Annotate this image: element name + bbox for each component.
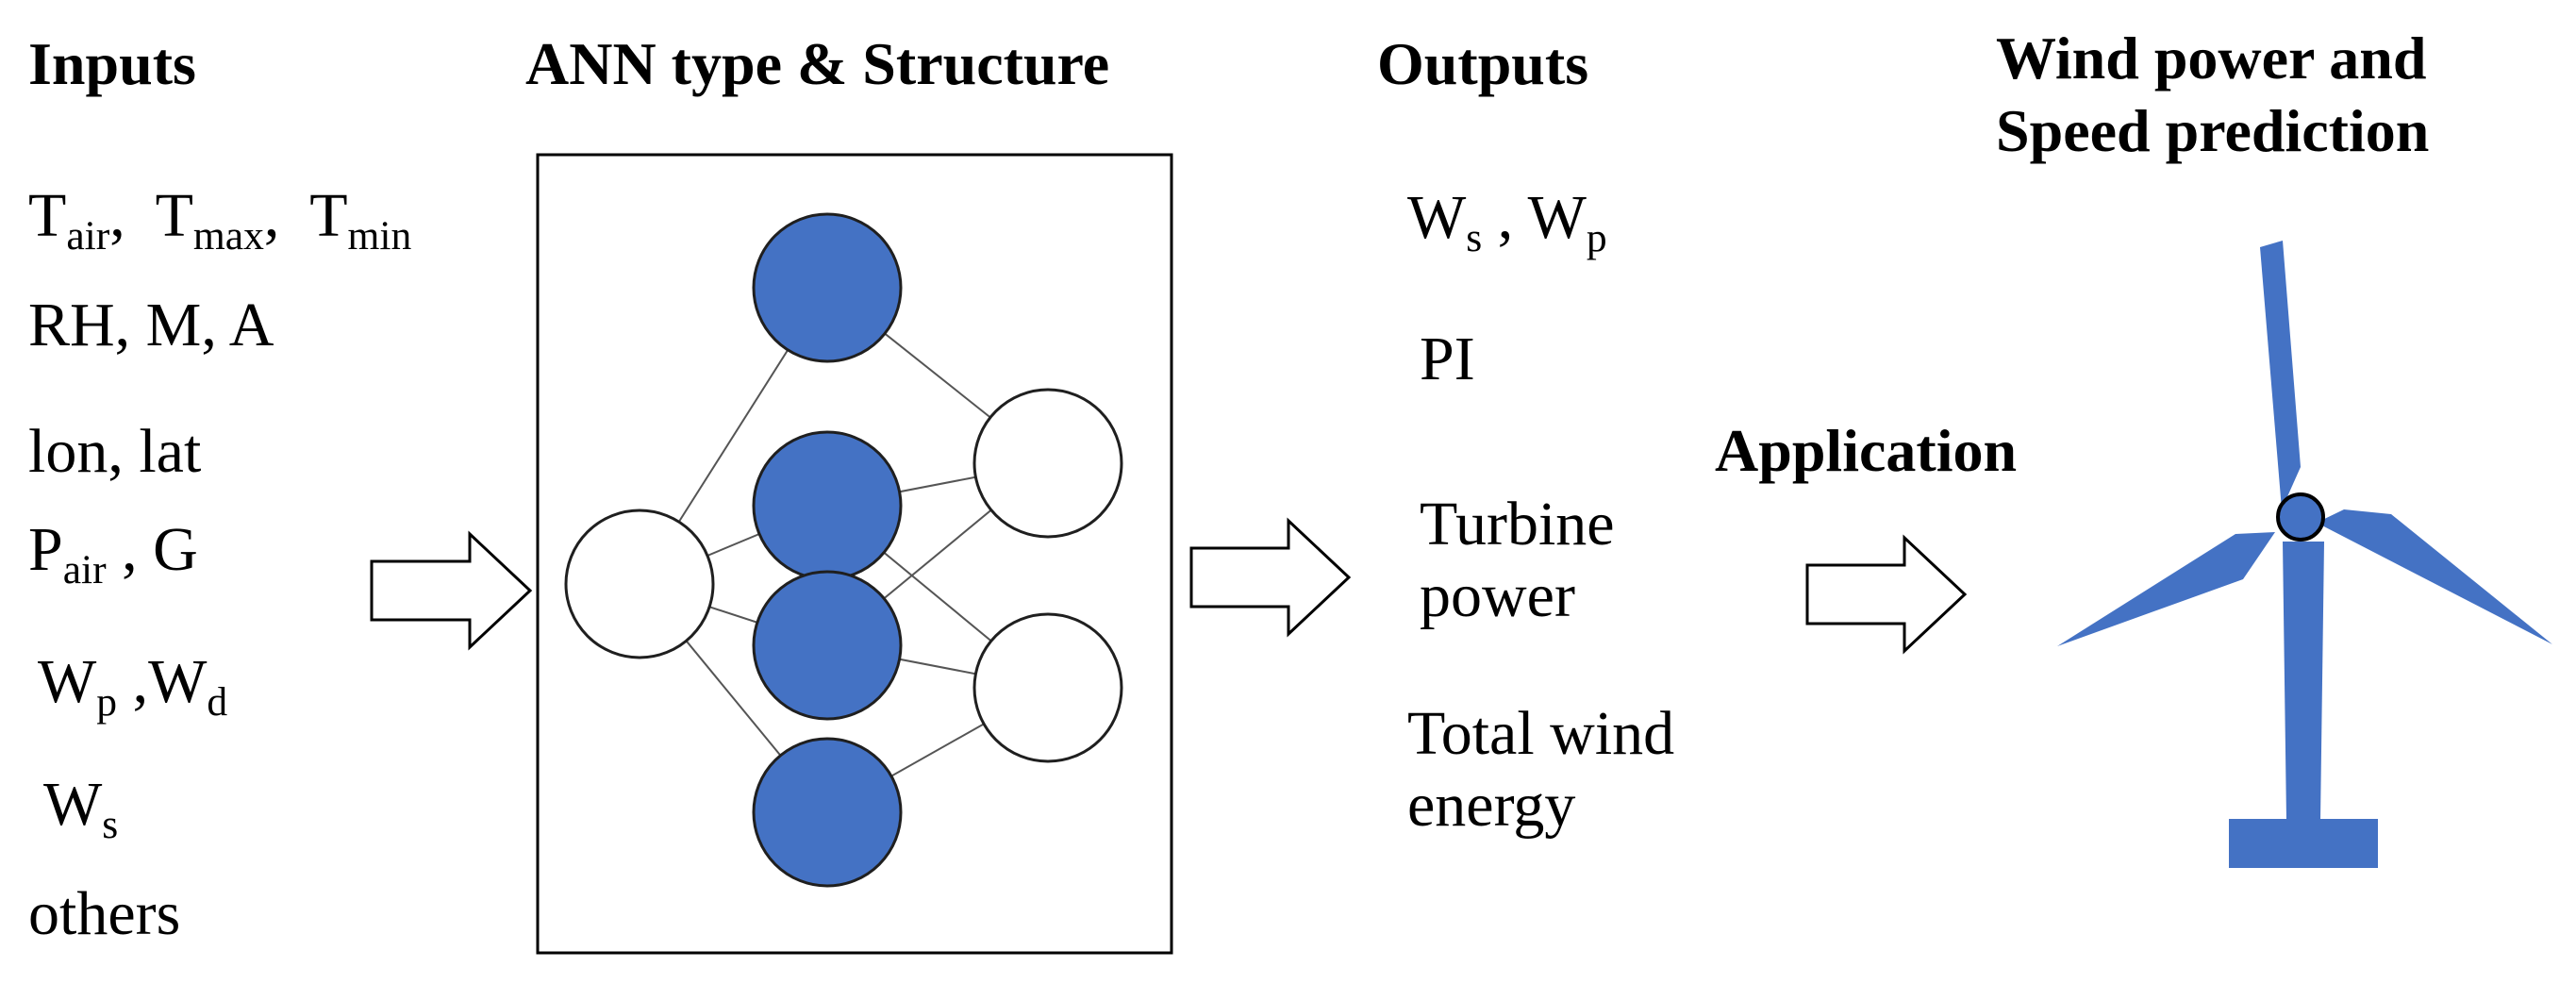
output-turbine-power: Turbine power xyxy=(1420,490,1615,630)
inputs-heading: Inputs xyxy=(28,30,196,97)
hidden-node xyxy=(752,430,903,581)
input-temperature-row: Tair, Tmax, Tmin xyxy=(28,181,412,259)
ann-heading: ANN type & Structure xyxy=(525,30,1110,97)
turbine-hub xyxy=(2276,492,2325,542)
input-others-row: others xyxy=(28,879,181,948)
output-total-energy: Total wind energy xyxy=(1407,699,1675,840)
hidden-node xyxy=(752,570,903,721)
output-wind-row: Ws , Wp xyxy=(1407,183,1607,260)
output-pi-row: PI xyxy=(1420,325,1475,393)
prediction-heading: Wind power and Speed prediction xyxy=(1996,25,2430,164)
turbine-blade xyxy=(2057,532,2275,646)
input-location-row: lon, lat xyxy=(28,417,202,486)
input-wind-speed-row: Ws xyxy=(43,770,119,847)
turbine-blade xyxy=(2317,509,2552,644)
hidden-node xyxy=(752,737,903,888)
input-pressure-row: Pair , G xyxy=(28,515,198,592)
turbine-tower xyxy=(2283,542,2324,821)
input-rh-row: RH, M, A xyxy=(28,291,274,359)
output-node xyxy=(972,612,1123,763)
input-node xyxy=(564,509,715,659)
output-node xyxy=(972,388,1123,539)
outputs-heading: Outputs xyxy=(1377,30,1589,97)
arrow-right-icon xyxy=(1805,534,1968,655)
hidden-node xyxy=(752,212,903,363)
input-wind-row: Wp ,Wd xyxy=(38,647,228,725)
turbine-blade xyxy=(2260,241,2301,509)
arrow-right-icon xyxy=(370,530,533,651)
wind-turbine-icon xyxy=(2057,241,2552,868)
arrow-right-icon xyxy=(1189,517,1352,638)
turbine-base xyxy=(2229,819,2378,868)
application-heading: Application xyxy=(1715,417,2018,484)
